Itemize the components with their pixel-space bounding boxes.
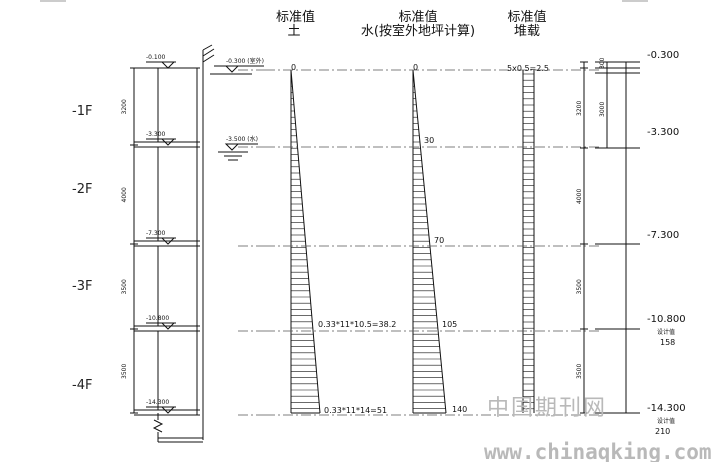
water-value: 105: [442, 320, 457, 329]
level-label-left: -7.300: [146, 230, 166, 237]
right-dim-label: 4000: [576, 189, 583, 204]
design-value: 158: [660, 338, 675, 347]
ground-hatch: [202, 48, 215, 57]
water-header-line1: 标准值: [398, 10, 438, 25]
level-marker: [160, 138, 176, 146]
design-value: 210: [655, 427, 670, 436]
floor-label-b1: -1F: [72, 104, 93, 119]
left-dim-label: 3500: [121, 279, 128, 294]
soil-top-value: 0: [291, 63, 296, 72]
design-value-label: 设计值: [657, 417, 675, 425]
soil-header: 标准值 土: [276, 10, 316, 39]
watermark-url: www.chinaqking.com: [484, 440, 712, 462]
water-level-marker: [224, 143, 240, 151]
level-marker: [160, 237, 176, 245]
level-label-right: -10.800: [647, 314, 686, 325]
level-label-left: -14.300: [146, 399, 169, 406]
right-inner-dim-label: 3000: [599, 102, 606, 117]
right-inner-dim-label: 300: [599, 57, 606, 69]
surcharge-header-line2: 堆载: [513, 24, 540, 39]
level-label-left: -3.300: [146, 131, 166, 138]
surcharge-header: 标准值 堆载: [506, 11, 548, 39]
watermark-cn: 中国期刊网: [487, 396, 608, 421]
soil-header-line1: 标准值: [276, 10, 316, 25]
floor-label-b4: -4F: [72, 378, 93, 393]
floor-label-b2: -2F: [72, 182, 93, 197]
soil-header-line2: 土: [287, 24, 301, 39]
water-value: 140: [452, 405, 467, 414]
level-label-left: -0.100: [146, 54, 166, 61]
design-value-label: 设计值: [657, 328, 675, 336]
ground-level-marker: [224, 65, 240, 73]
surcharge-header-line1: 标准值: [507, 10, 547, 25]
water-header: 标准值 水(按室外地坪计算): [358, 11, 478, 39]
water-header-line2: 水(按室外地坪计算): [360, 24, 476, 39]
level-marker: [160, 322, 176, 330]
surcharge-value: 5x0.5=2.5: [507, 64, 549, 73]
soil-formula-mid: 0.33*11*10.5=38.2: [318, 320, 396, 329]
soil-diagram-slope: [290, 69, 321, 414]
break-symbol: [152, 419, 164, 433]
level-label-left: -10.800: [146, 315, 169, 322]
soil-formula-bottom: 0.33*11*14=51: [324, 406, 387, 415]
level-marker: [160, 61, 176, 69]
right-dim-label: 3500: [576, 279, 583, 294]
level-label-right: -14.300: [647, 403, 686, 414]
floor-label-b3: -3F: [72, 279, 93, 294]
right-dim-label: 3200: [576, 101, 583, 116]
left-dim-label: 3200: [121, 99, 128, 114]
water-value: 30: [424, 136, 434, 145]
ground-hatch: [202, 54, 215, 63]
water-level-label: -3.500 (水): [226, 135, 258, 143]
ground-hatch: [202, 44, 213, 51]
level-label-right: -7.300: [647, 230, 679, 241]
right-dim-label: 3500: [576, 364, 583, 379]
level-marker: [160, 406, 176, 414]
water-value: 70: [434, 236, 444, 245]
water-value: 0: [413, 63, 418, 72]
water-diagram-slope: [412, 69, 447, 414]
level-label-right: -3.300: [647, 127, 679, 138]
left-dim-label: 3500: [121, 364, 128, 379]
level-label-right: -0.300: [647, 50, 679, 61]
left-dim-label: 4000: [121, 187, 128, 202]
ground-level-label: -0.300 (室外): [226, 57, 264, 65]
